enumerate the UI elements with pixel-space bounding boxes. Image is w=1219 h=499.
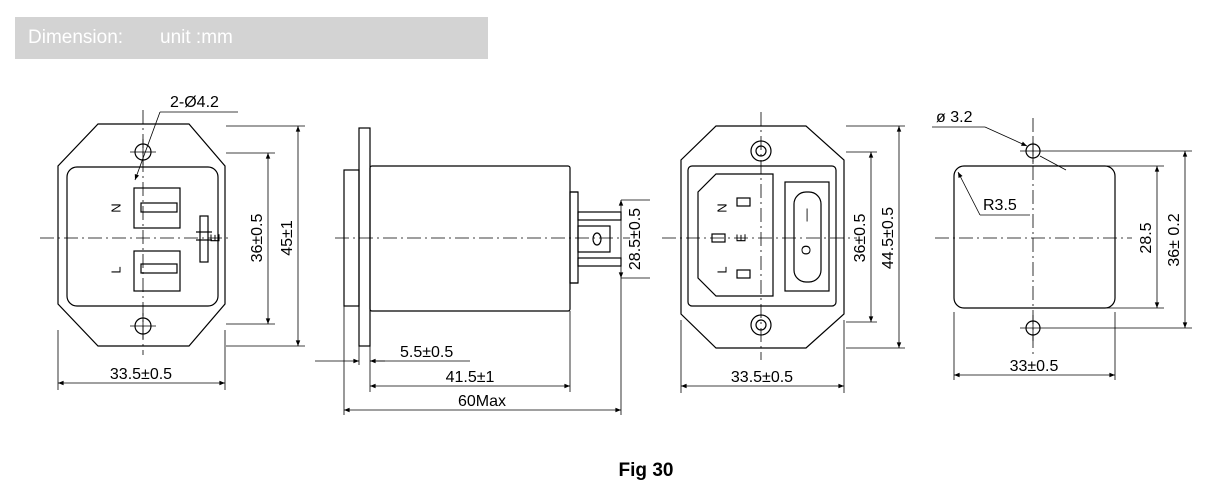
inlet-flange-outline	[680, 125, 845, 349]
inlet-terminal-l-label: L	[714, 266, 729, 273]
side-terminal-top	[577, 211, 622, 221]
cutout-radius: R3.5	[983, 197, 1017, 214]
side-flange-dimension: 5.5±0.5	[400, 344, 453, 361]
cutout-view: ø 3.2 R3.5 28.5 36± 0.2 33±0.5	[932, 109, 1192, 380]
front-height-inner: 36±0.5	[249, 213, 266, 262]
switch-on-symbol: —	[798, 209, 813, 222]
terminal-n-blade	[140, 202, 178, 213]
terminal-l-blade	[140, 263, 178, 274]
cutout-hole-spacing: 36± 0.2	[1166, 213, 1183, 266]
side-terminal-span: 28.5±0.5	[627, 208, 644, 270]
side-flange	[358, 127, 371, 347]
front-body-outline	[66, 166, 219, 307]
rocker-switch-frame	[784, 181, 830, 292]
front-terminal-e-label: E	[207, 233, 222, 242]
cutout-outline	[953, 165, 1116, 309]
inlet-height-inner: 36±0.5	[852, 213, 869, 262]
inlet-height-outer: 44.5±0.5	[880, 207, 897, 269]
front-height-outer: 45±1	[279, 220, 296, 256]
terminal-n-housing	[133, 187, 181, 229]
terminal-l-housing	[133, 250, 181, 292]
rocker-switch-button	[793, 191, 822, 283]
header-bar: Dimension: unit :mm	[15, 17, 488, 59]
dimension-label: Dimension:	[28, 27, 124, 48]
side-view: 28.5±0.5 5.5±0.5 41.5±1 60Max	[315, 127, 650, 415]
terminal-e-blade	[199, 215, 209, 263]
cutout-height: 28.5	[1138, 222, 1155, 253]
front-view: N L E 2-Ø4.2 36±0.5 45±1 33.5±0.5	[40, 94, 305, 390]
inlet-width: 33.5±0.5	[731, 369, 793, 386]
side-main-body	[369, 165, 571, 312]
unit-label: unit :mm	[160, 27, 233, 48]
inlet-body-outline	[687, 165, 837, 307]
side-terminal-bottom	[577, 257, 622, 267]
switch-off-symbol: O	[798, 245, 813, 255]
inlet-view: N E L — O 36±0.5 44.5±0.5 33.5±0.5	[662, 112, 905, 393]
cutout-hole-dimension: ø 3.2	[936, 109, 973, 126]
front-terminal-n-label: N	[108, 203, 123, 212]
socket-pin-n	[736, 197, 751, 207]
cutout-width: 33±0.5	[1010, 358, 1059, 375]
front-hole-dimension: 2-Ø4.2	[170, 94, 219, 111]
iec-socket-outline	[697, 173, 774, 297]
inlet-terminal-n-label: N	[714, 203, 729, 212]
side-terminal-mid	[577, 225, 611, 253]
socket-pin-l	[736, 269, 751, 279]
figure-caption: Fig 30	[619, 460, 674, 481]
front-terminal-l-label: L	[108, 266, 123, 273]
side-body-length: 41.5±1	[446, 369, 495, 386]
side-total-length: 60Max	[458, 393, 506, 410]
front-width: 33.5±0.5	[110, 366, 172, 383]
front-flange-outline	[57, 123, 226, 347]
